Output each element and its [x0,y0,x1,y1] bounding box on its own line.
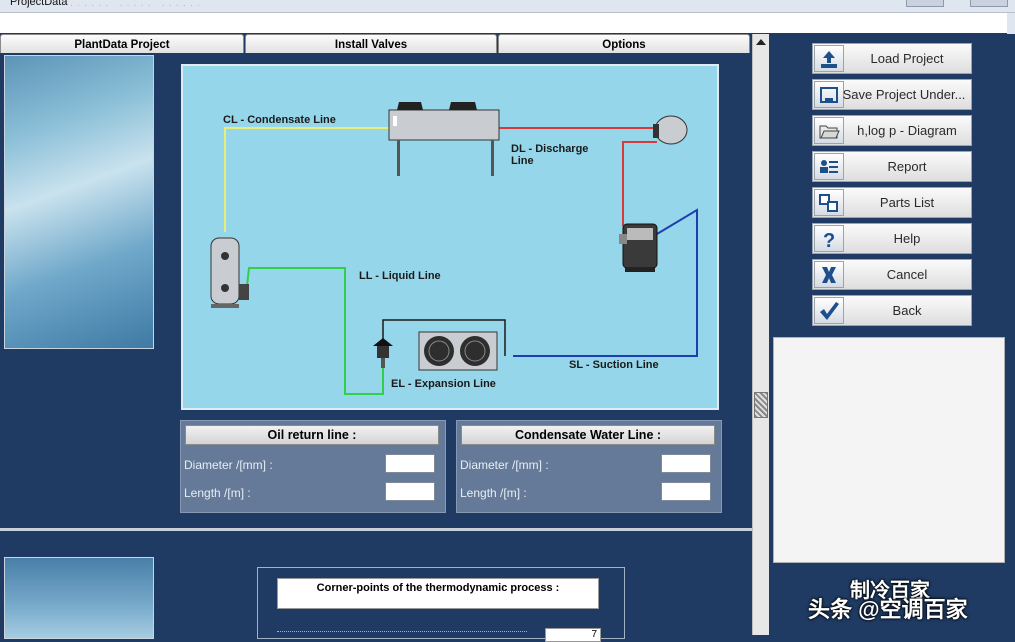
suction-line [513,208,698,357]
tab-install-valves[interactable]: Install Valves [245,34,497,53]
scroll-thumb[interactable] [754,392,768,418]
svg-text:?: ? [823,230,835,250]
title-bar: ProjectData ...... ..... ...... [0,0,1015,13]
oil-return-length-label: Length /[m] : [184,486,251,500]
load-project-label: Load Project [870,51,944,66]
parts-list-button[interactable]: Parts List [812,187,972,218]
menu-band [0,13,1015,33]
hlogp-diagram-button[interactable]: h,log p - Diagram [812,115,972,146]
report-icon [814,153,844,180]
help-label: Help [893,231,921,246]
condensate-water-length-input[interactable] [661,482,711,501]
scroll-up-arrow-icon[interactable] [756,39,766,45]
expansion-valve [373,338,393,368]
thermo-title: Corner-points of the thermodynamic proce… [277,578,599,609]
tab-plantdata-project[interactable]: PlantData Project [0,34,244,53]
parts-list-icon [814,189,844,216]
thermo-cut-row [277,631,527,635]
vertical-scrollbar[interactable] [752,34,769,635]
label-suction-line: SL - Suction Line [569,359,659,371]
cancel-icon [814,261,844,288]
condensate-water-title: Condensate Water Line : [461,425,715,445]
condensate-water-diameter-input[interactable] [661,454,711,473]
oil-return-diameter-input[interactable] [385,454,435,473]
menu-ghost: ...... ..... ...... [70,0,205,9]
cancel-label: Cancel [886,267,928,282]
diagram-drawing [210,102,698,395]
watermark-line1: 制冷百家 [850,580,930,602]
minimize-button[interactable] [906,0,944,7]
hlogp-diagram-label: h,log p - Diagram [857,123,957,138]
label-condensate-line: CL - Condensate Line [223,114,336,126]
save-icon [814,81,844,108]
oil-separator [653,115,688,145]
load-project-button[interactable]: Load Project [812,43,972,74]
watermark-line2: 头条 @空调百家 [808,597,968,622]
evaporator-unit [418,331,498,371]
cancel-button[interactable]: Cancel [812,259,972,290]
condensate-line [224,127,389,232]
thermo-value-field[interactable]: 7 [545,628,601,642]
report-button[interactable]: Report [812,151,972,182]
section-divider [0,528,752,531]
thermo-panel: Corner-points of the thermodynamic proce… [257,567,625,642]
close-button[interactable] [970,0,1008,7]
report-label: Report [887,159,927,174]
label-discharge-line: DL - Discharge Line [511,143,589,167]
receiver-tank [210,237,249,308]
condenser-unit [388,102,500,176]
save-project-under-button[interactable]: Save Project Under... [812,79,972,110]
label-liquid-line: LL - Liquid Line [359,270,441,282]
connect-line-top [382,319,506,356]
ice-image-bottom [4,557,154,639]
condensate-water-length-label: Length /[m] : [460,486,527,500]
upload-icon [814,45,844,72]
oil-return-diameter-label: Diameter /[mm] : [184,458,273,472]
window-title: ProjectData [10,0,68,8]
liquid-line [246,267,384,395]
check-icon [814,297,844,324]
discharge-line-down [622,141,657,226]
label-expansion-line: EL - Expansion Line [391,378,496,390]
tab-bar: PlantData Project Install Valves Options [0,34,752,54]
ice-image-top [4,55,154,349]
tab-options[interactable]: Options [498,34,750,53]
oil-return-panel: Oil return line : Diameter /[mm] : Lengt… [180,420,446,513]
oil-return-title: Oil return line : [185,425,439,445]
oil-return-length-input[interactable] [385,482,435,501]
help-icon: ? [814,225,844,252]
back-label: Back [892,303,922,318]
back-button[interactable]: Back [812,295,972,326]
help-button[interactable]: ? Help [812,223,972,254]
condensate-water-diameter-label: Diameter /[mm] : [460,458,549,472]
save-project-under-label: Save Project Under... [842,87,966,102]
compressor [619,223,658,272]
refrigeration-diagram: CL - Condensate Line DL - Discharge Line… [181,64,719,410]
parts-list-label: Parts List [879,195,935,210]
open-folder-icon [814,117,844,144]
info-box [773,337,1005,563]
condensate-water-panel: Condensate Water Line : Diameter /[mm] :… [456,420,722,513]
